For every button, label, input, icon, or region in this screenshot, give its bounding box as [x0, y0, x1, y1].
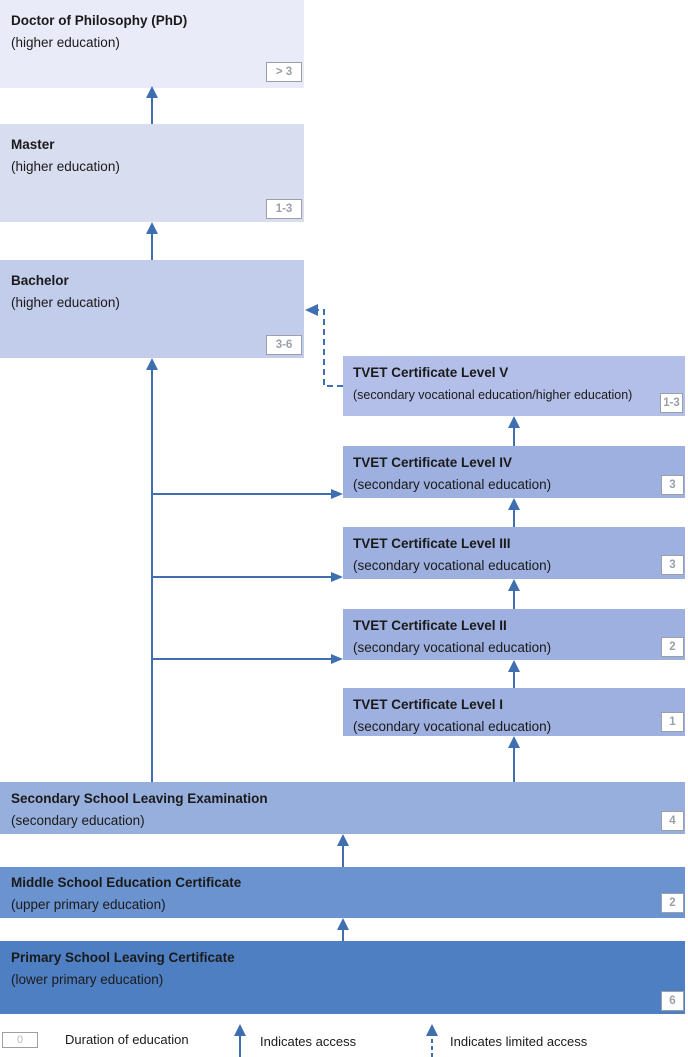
arrow-head [337, 918, 349, 930]
legend-duration-label: Duration of education [65, 1032, 189, 1047]
legend-access-label: Indicates access [260, 1034, 357, 1049]
level-tvet-1: TVET Certificate Level I (secondary voca… [343, 688, 685, 736]
level-subtitle: (secondary vocational education) [353, 558, 552, 573]
arrow-head [337, 834, 349, 846]
level-title: Doctor of Philosophy (PhD) [11, 13, 188, 28]
arrow-head [146, 222, 158, 234]
arrow-head [508, 660, 520, 672]
duration-badge: 3 [661, 555, 684, 575]
level-tvet-5: TVET Certificate Level V (secondary voca… [343, 356, 685, 416]
level-middle: Middle School Education Certificate (upp… [0, 867, 685, 918]
level-subtitle: (secondary education) [11, 813, 145, 828]
level-title: TVET Certificate Level I [353, 697, 504, 712]
legend-arrow-head [234, 1024, 246, 1036]
level-title: Bachelor [11, 273, 69, 288]
limited-access-arrow [316, 309, 343, 387]
duration-badge: 1-3 [266, 199, 302, 219]
duration-badge: 2 [661, 893, 684, 913]
level-title: TVET Certificate Level IV [353, 455, 513, 470]
level-secondary: Secondary School Leaving Examination (se… [0, 782, 685, 834]
duration-badge: 3 [661, 475, 684, 495]
duration-badge: 3-6 [266, 335, 302, 355]
arrow-head [331, 654, 343, 664]
arrow-head [146, 358, 158, 370]
legend-limited-label: Indicates limited access [450, 1034, 588, 1049]
arrow-head [508, 736, 520, 748]
level-subtitle: (upper primary education) [11, 897, 166, 912]
level-tvet-3: TVET Certificate Level III (secondary vo… [343, 527, 685, 579]
level-title: TVET Certificate Level V [353, 365, 509, 380]
arrow-head [508, 498, 520, 510]
level-subtitle: (secondary vocational education) [353, 477, 552, 492]
arrow-head [305, 304, 318, 316]
duration-badge: 1 [661, 712, 684, 732]
level-title: TVET Certificate Level II [353, 618, 507, 633]
level-phd: Doctor of Philosophy (PhD) (higher educa… [0, 0, 304, 88]
level-subtitle: (secondary vocational education/higher e… [353, 388, 633, 402]
level-subtitle: (higher education) [11, 295, 120, 310]
level-title: TVET Certificate Level III [353, 536, 511, 551]
arrow-head [508, 579, 520, 591]
level-subtitle: (secondary vocational education) [353, 640, 552, 655]
duration-badge: 1-3 [660, 393, 683, 413]
duration-badge: 2 [661, 637, 684, 657]
level-primary: Primary School Leaving Certificate (lowe… [0, 941, 685, 1014]
level-title: Primary School Leaving Certificate [11, 950, 235, 965]
arrow-head [508, 416, 520, 428]
level-tvet-4: TVET Certificate Level IV (secondary voc… [343, 446, 685, 498]
duration-badge: 6 [661, 991, 684, 1011]
level-master: Master (higher education) 1-3 [0, 124, 304, 222]
arrow-head [331, 572, 343, 582]
level-title: Master [11, 137, 55, 152]
arrow-head [331, 489, 343, 499]
level-subtitle: (higher education) [11, 159, 120, 174]
level-title: Secondary School Leaving Examination [11, 791, 268, 806]
level-bachelor: Bachelor (higher education) 3-6 [0, 260, 304, 358]
level-subtitle: (lower primary education) [11, 972, 164, 987]
level-subtitle: (higher education) [11, 35, 120, 50]
duration-badge: 4 [661, 811, 684, 831]
level-subtitle: (secondary vocational education) [353, 719, 552, 734]
legend-duration-sample: 0 [2, 1032, 38, 1048]
level-tvet-2: TVET Certificate Level II (secondary voc… [343, 609, 685, 660]
legend-arrow-head [426, 1024, 438, 1036]
duration-badge: > 3 [266, 62, 302, 82]
level-title: Middle School Education Certificate [11, 875, 242, 890]
arrow-head [146, 86, 158, 98]
